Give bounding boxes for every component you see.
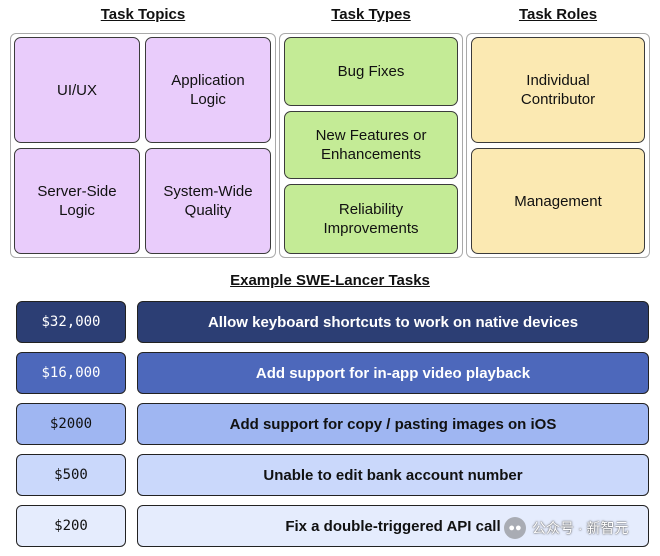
task-price: $200 — [16, 505, 126, 547]
task-price: $32,000 — [16, 301, 126, 343]
heading-example-tasks: Example SWE-Lancer Tasks — [230, 272, 430, 289]
topic-application-logic: Application Logic — [145, 37, 271, 143]
task-description: Add support for in-app video playback — [137, 352, 649, 394]
task-description: Unable to edit bank account number — [137, 454, 649, 496]
wechat-icon: ●● — [504, 517, 526, 539]
topic-server-side-logic: Server-Side Logic — [14, 148, 140, 254]
role-individual-contributor: Individual Contributor — [471, 37, 645, 143]
type-reliability-improvements: Reliability Improvements — [284, 184, 458, 254]
topic-system-wide-quality: System-Wide Quality — [145, 148, 271, 254]
heading-task-roles: Task Roles — [518, 6, 598, 23]
task-description: Fix a double-triggered API call — [137, 505, 649, 547]
watermark-text: 公众号 · 新智元 — [532, 520, 629, 536]
heading-task-topics: Task Topics — [100, 6, 186, 23]
task-price: $500 — [16, 454, 126, 496]
watermark: ●● 公众号 · 新智元 — [504, 514, 628, 542]
role-management: Management — [471, 148, 645, 254]
task-price: $16,000 — [16, 352, 126, 394]
heading-task-types: Task Types — [331, 6, 411, 23]
type-bug-fixes: Bug Fixes — [284, 37, 458, 106]
topic-ui-ux: UI/UX — [14, 37, 140, 143]
task-price: $2000 — [16, 403, 126, 445]
type-new-features: New Features or Enhancements — [284, 111, 458, 179]
task-description: Allow keyboard shortcuts to work on nati… — [137, 301, 649, 343]
task-description: Add support for copy / pasting images on… — [137, 403, 649, 445]
